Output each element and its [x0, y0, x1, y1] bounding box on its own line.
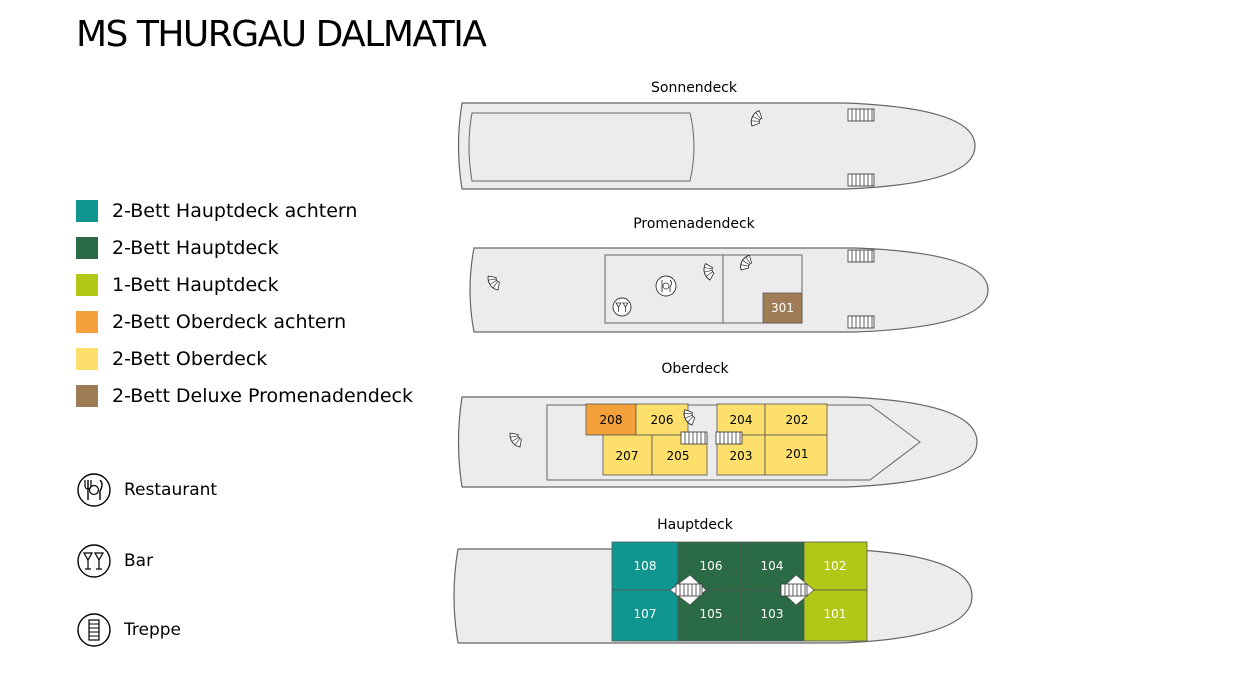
page-title: MS THURGAU DALMATIA	[76, 14, 487, 55]
legend-swatch	[76, 236, 98, 259]
legend-label: 2-Bett Oberdeck	[112, 347, 268, 370]
legend-swatch	[76, 199, 98, 222]
bar-icon	[612, 297, 632, 317]
cabin-208[interactable]	[585, 403, 637, 436]
cabin-number: 208	[600, 413, 623, 427]
cabin-number: 204	[730, 413, 753, 427]
stairs-icon	[680, 431, 708, 445]
cabin-207[interactable]	[602, 434, 653, 476]
cabin-number: 206	[651, 413, 674, 427]
icon-legend-label: Treppe	[124, 620, 182, 640]
cabin-number: 107	[634, 607, 657, 621]
cabin-number: 105	[700, 607, 723, 621]
legend-label: 2-Bett Deluxe Promenadendeck	[112, 384, 413, 407]
deck-title-hauptdeck: Hauptdeck	[657, 517, 734, 533]
legend-item-oberdeck-achtern: 2-Bett Oberdeck achtern	[76, 303, 413, 340]
legend-label: 1-Bett Hauptdeck	[112, 273, 279, 296]
cabin-number: 108	[634, 559, 657, 573]
cabin-number: 106	[700, 559, 723, 573]
stairs-icon	[675, 583, 703, 597]
legend-item-hauptdeck-achtern: 2-Bett Hauptdeck achtern	[76, 192, 413, 229]
bar-icon	[77, 544, 111, 578]
sundeck-area	[468, 112, 695, 182]
legend-swatch	[76, 384, 98, 407]
cabin-102[interactable]	[803, 541, 868, 591]
cabin-number: 102	[824, 559, 847, 573]
cabin-legend: 2-Bett Hauptdeck achtern 2-Bett Hauptdec…	[76, 192, 413, 414]
cabin-number: 207	[616, 449, 639, 463]
stairs-icon	[715, 431, 743, 445]
deck-title-oberdeck: Oberdeck	[661, 361, 729, 377]
legend-item-deluxe-promenadendeck: 2-Bett Deluxe Promenadendeck	[76, 377, 413, 414]
legend-item-oberdeck: 2-Bett Oberdeck	[76, 340, 413, 377]
cabin-205[interactable]	[651, 434, 708, 476]
stairs-icon	[780, 583, 808, 597]
cabin-206[interactable]	[635, 403, 689, 436]
stairs-icon	[847, 173, 875, 187]
cabin-101[interactable]	[803, 589, 868, 642]
legend-swatch	[76, 310, 98, 333]
icon-legend-restaurant: Restaurant	[76, 472, 217, 508]
stairs-icon	[847, 249, 875, 263]
restaurant-icon	[77, 473, 111, 507]
cabin-number: 203	[730, 449, 753, 463]
stairs-icon	[847, 108, 875, 122]
legend-swatch	[76, 347, 98, 370]
cabin-number: 202	[786, 413, 809, 427]
cabin-108[interactable]	[611, 541, 679, 591]
legend-label: 2-Bett Hauptdeck achtern	[112, 199, 358, 222]
cabin-number: 103	[761, 607, 784, 621]
deck-title-promenadendeck: Promenadendeck	[633, 216, 755, 232]
stairs-icon	[847, 315, 875, 329]
legend-item-einbett-hauptdeck: 1-Bett Hauptdeck	[76, 266, 413, 303]
cabin-number: 301	[771, 301, 794, 315]
legend-item-hauptdeck: 2-Bett Hauptdeck	[76, 229, 413, 266]
legend-swatch	[76, 273, 98, 296]
stairs-icon	[77, 613, 111, 647]
cabin-number: 104	[761, 559, 784, 573]
deck-title-sonnendeck: Sonnendeck	[651, 80, 738, 96]
cabin-number: 101	[824, 607, 847, 621]
icon-legend-treppe: Treppe	[76, 612, 181, 648]
cabin-301[interactable]	[762, 292, 803, 324]
cabin-number: 205	[667, 449, 690, 463]
legend-label: 2-Bett Hauptdeck	[112, 236, 279, 259]
restaurant-icon	[655, 275, 677, 297]
cabin-number: 201	[786, 447, 809, 461]
icon-legend-label: Bar	[124, 551, 154, 571]
icon-legend-label: Restaurant	[124, 480, 218, 500]
icon-legend-bar: Bar	[76, 543, 153, 579]
cabin-201[interactable]	[764, 434, 828, 476]
legend-label: 2-Bett Oberdeck achtern	[112, 310, 347, 333]
